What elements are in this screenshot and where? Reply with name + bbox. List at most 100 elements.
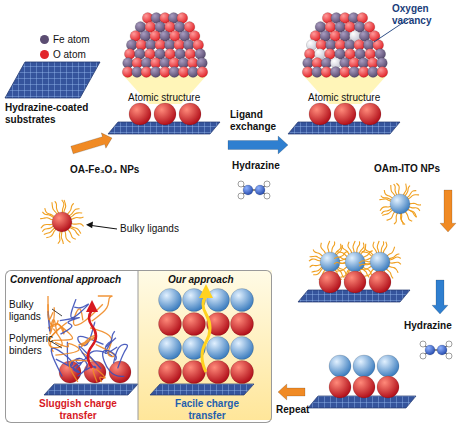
- view-cone: [303, 75, 387, 104]
- sphere: [369, 271, 391, 293]
- hydrogen-atom: [264, 193, 270, 199]
- sphere: [370, 252, 390, 272]
- ligand-chain: [408, 209, 417, 217]
- ligand-chain: [409, 203, 421, 205]
- sphere: [231, 313, 254, 336]
- sphere: [377, 67, 388, 78]
- sphere: [179, 103, 201, 125]
- ligand-chain: [387, 211, 395, 220]
- annotation-label: Atomic structure: [308, 92, 380, 104]
- polymeric-binder: [107, 331, 116, 346]
- ligand-chain: [309, 259, 321, 261]
- panel-ground: [138, 270, 272, 420]
- charge-path: [88, 310, 96, 368]
- ligand-chain: [334, 257, 346, 260]
- approach-panel: Conventional approachBulky ligandsPolyme…: [5, 270, 138, 423]
- ligand-chain: [321, 243, 326, 254]
- ligand-chain: [40, 218, 53, 220]
- ligand-chain: [61, 231, 63, 244]
- ligand-chain: [64, 200, 66, 213]
- sphere: [353, 355, 375, 377]
- ligand-chain: [357, 241, 360, 253]
- ligand-chain: [401, 213, 405, 225]
- sphere: [353, 376, 375, 398]
- sphere: [197, 67, 208, 78]
- annotation-label: Repeat: [276, 404, 309, 416]
- ligand-chain: [310, 256, 322, 259]
- ligand-chain: [380, 206, 391, 211]
- ligand-chain: [310, 264, 322, 267]
- sphere: [425, 345, 435, 355]
- panel-ground: [5, 270, 138, 420]
- bulky-ligand: [93, 369, 105, 382]
- hydrogen-atom: [238, 193, 244, 199]
- ligand-chain: [312, 267, 323, 272]
- ligand-chain: [405, 212, 412, 222]
- sphere: [207, 361, 230, 384]
- ligand-chain: [55, 201, 59, 213]
- process-arrow: [278, 384, 305, 400]
- sphere: [309, 103, 331, 125]
- ligand-chain: [337, 252, 348, 257]
- sphere: [329, 355, 351, 377]
- legend-item: O atom: [40, 49, 86, 60]
- ligand-chain: [70, 226, 81, 234]
- leader-line: [52, 342, 62, 348]
- bulky-ligand: [55, 342, 79, 355]
- hydrogen-atom: [446, 341, 452, 347]
- sphere: [377, 355, 399, 377]
- sphere: [334, 103, 356, 125]
- panel-text: Bulky ligands: [9, 299, 53, 322]
- annotation-label: Bulky ligands: [120, 223, 179, 235]
- ligand-chain: [334, 262, 346, 263]
- ligand-chain: [394, 213, 398, 224]
- polymeric-binder: [114, 344, 128, 368]
- panel-text: Polymeric binders: [9, 333, 53, 356]
- ligand-chain: [389, 257, 401, 260]
- hydrogen-atom: [420, 341, 426, 347]
- ligand-chain: [382, 208, 393, 214]
- sphere: [231, 361, 254, 384]
- sphere: [319, 271, 341, 293]
- ligand-chain: [389, 262, 401, 264]
- panel-text: Facile charge transfer: [162, 398, 252, 421]
- artwork: [5, 13, 456, 420]
- legend-swatch: [40, 35, 49, 44]
- ligand-chain: [336, 267, 347, 272]
- substrate: [44, 384, 138, 395]
- annotation-label: Atomic structure: [128, 92, 200, 104]
- ligand-chain: [405, 186, 410, 197]
- approach-panel: Our approachFacile charge transfer: [138, 270, 272, 423]
- annotation-label: Hydrazine-coated substrates: [5, 102, 97, 125]
- sphere: [390, 194, 410, 214]
- ligand-chain: [328, 241, 330, 253]
- annotation-label: Hydrazine: [232, 160, 280, 172]
- substrate: [150, 384, 254, 395]
- substrate: [5, 62, 100, 98]
- ligand-chain: [65, 231, 71, 243]
- sphere: [255, 185, 265, 195]
- ligand-chain: [313, 250, 323, 257]
- ligand-chain: [71, 223, 84, 226]
- ligand-chain: [42, 226, 54, 232]
- polymeric-binder: [60, 318, 80, 335]
- hydrogen-atom: [420, 353, 426, 359]
- hydrogen-atom: [238, 181, 244, 187]
- legend-item: Fe atom: [40, 34, 90, 45]
- ligand-chain: [336, 245, 342, 255]
- ligand-chain: [359, 264, 371, 266]
- ligand-chain: [332, 241, 335, 253]
- hydrogen-atom: [446, 353, 452, 359]
- sphere: [159, 313, 182, 336]
- ligand-chain: [373, 242, 377, 254]
- legend-swatch: [40, 50, 49, 59]
- sphere: [329, 376, 351, 398]
- panel-text: Conventional approach: [10, 274, 135, 286]
- charge-arrowhead: [199, 284, 213, 298]
- sphere: [359, 103, 381, 125]
- ligand-chain: [359, 261, 371, 264]
- hydrogen-atom: [264, 181, 270, 187]
- sphere: [437, 345, 447, 355]
- ligand-chain: [348, 242, 352, 254]
